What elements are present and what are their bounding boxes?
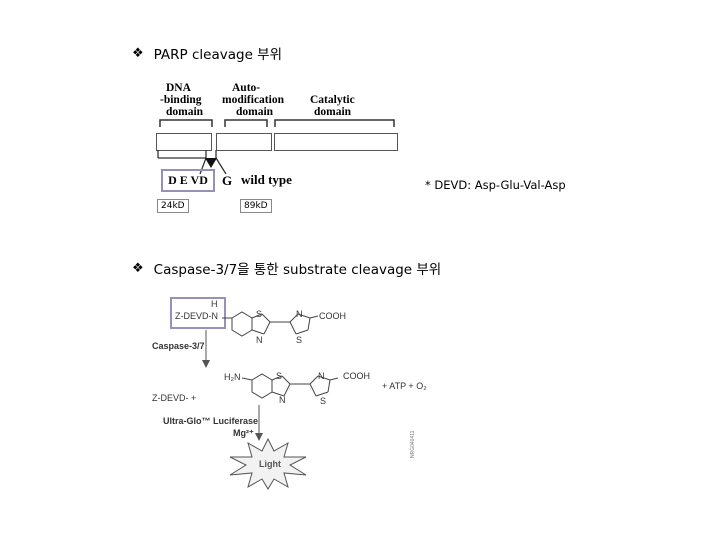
side-code: NRG040411 bbox=[410, 430, 416, 458]
cleave-letter: G bbox=[222, 173, 233, 188]
nitrogen-2: N bbox=[296, 309, 303, 319]
domain-brackets bbox=[159, 119, 395, 127]
nitrogen-3: N bbox=[279, 395, 286, 405]
domain-auto-line2: modification bbox=[222, 94, 284, 106]
devd-box: D E VD bbox=[161, 169, 215, 192]
devd-note: * DEVD: Asp-Glu-Val-Asp bbox=[425, 178, 566, 192]
section2-heading-row: ❖ Caspase-3/7을 통한 substrate cleavage 부위 bbox=[132, 258, 442, 279]
z-devd-plus-label: Z-DEVD- + bbox=[152, 393, 197, 403]
section1-heading-row: ❖ PARP cleavage 부위 bbox=[132, 43, 283, 64]
sulfur-4: S bbox=[320, 396, 327, 406]
devd-text: D E VD bbox=[168, 173, 208, 187]
domain-dna-line2: -binding bbox=[160, 94, 202, 106]
mg-label: Mg²⁺ bbox=[233, 428, 254, 438]
light-burst-icon bbox=[229, 437, 307, 490]
cleavage-arrow-icon bbox=[205, 158, 217, 168]
diamond-bullet-icon: ❖ bbox=[132, 45, 144, 61]
h2n-label: H₂N bbox=[224, 372, 241, 382]
light-label: Light bbox=[259, 459, 281, 469]
sulfur-3: S bbox=[276, 371, 283, 381]
nitrogen-1: N bbox=[256, 335, 263, 345]
fragment-24kd: 24kD bbox=[157, 199, 189, 213]
cleavage-lines bbox=[157, 150, 227, 175]
substrate-label: Z-DEVD-N bbox=[175, 311, 218, 321]
domain-box-catalytic bbox=[274, 133, 398, 151]
luciferin-structure-top bbox=[222, 311, 319, 337]
sulfur-2: S bbox=[296, 335, 303, 345]
domain-catalytic-line2: domain bbox=[314, 106, 352, 118]
nh-hydrogen: H bbox=[211, 299, 218, 309]
domain-label-catalytic: Catalytic domain bbox=[310, 94, 355, 118]
domain-dna-line1: DNA bbox=[166, 82, 191, 94]
down-arrow-1-icon bbox=[202, 330, 210, 368]
substrate-highlight-box bbox=[170, 297, 226, 329]
atp-o2-label: + ATP + O₂ bbox=[382, 381, 427, 391]
diamond-bullet-icon: ❖ bbox=[132, 260, 144, 276]
wild-type-label: wild type bbox=[241, 172, 292, 187]
domain-dna-line3: domain bbox=[166, 106, 204, 118]
domain-auto-line1: Auto- bbox=[232, 82, 261, 94]
fragment-89kd: 89kD bbox=[240, 199, 272, 213]
domain-box-auto bbox=[216, 133, 272, 151]
section1-heading: PARP cleavage 부위 bbox=[153, 47, 283, 63]
section2-heading: Caspase-3/7을 통한 substrate cleavage 부위 bbox=[153, 262, 442, 278]
domain-auto-line3: domain bbox=[236, 106, 274, 118]
domain-box-dna bbox=[156, 133, 212, 151]
down-arrow-2-icon bbox=[255, 405, 263, 441]
cooh-1: COOH bbox=[319, 311, 346, 321]
caspase-label: Caspase-3/7 bbox=[152, 341, 205, 351]
domain-label-auto: Auto- modification domain bbox=[222, 82, 284, 118]
domain-label-dna: DNA -binding domain bbox=[160, 82, 204, 118]
luciferase-label: Ultra-Glo™ Luciferase bbox=[163, 416, 259, 426]
luciferin-structure-bottom bbox=[241, 373, 339, 399]
cooh-2: COOH bbox=[343, 371, 370, 381]
sulfur-1: S bbox=[256, 309, 263, 319]
domain-catalytic-line1: Catalytic bbox=[310, 94, 355, 106]
nitrogen-4: N bbox=[318, 371, 325, 381]
